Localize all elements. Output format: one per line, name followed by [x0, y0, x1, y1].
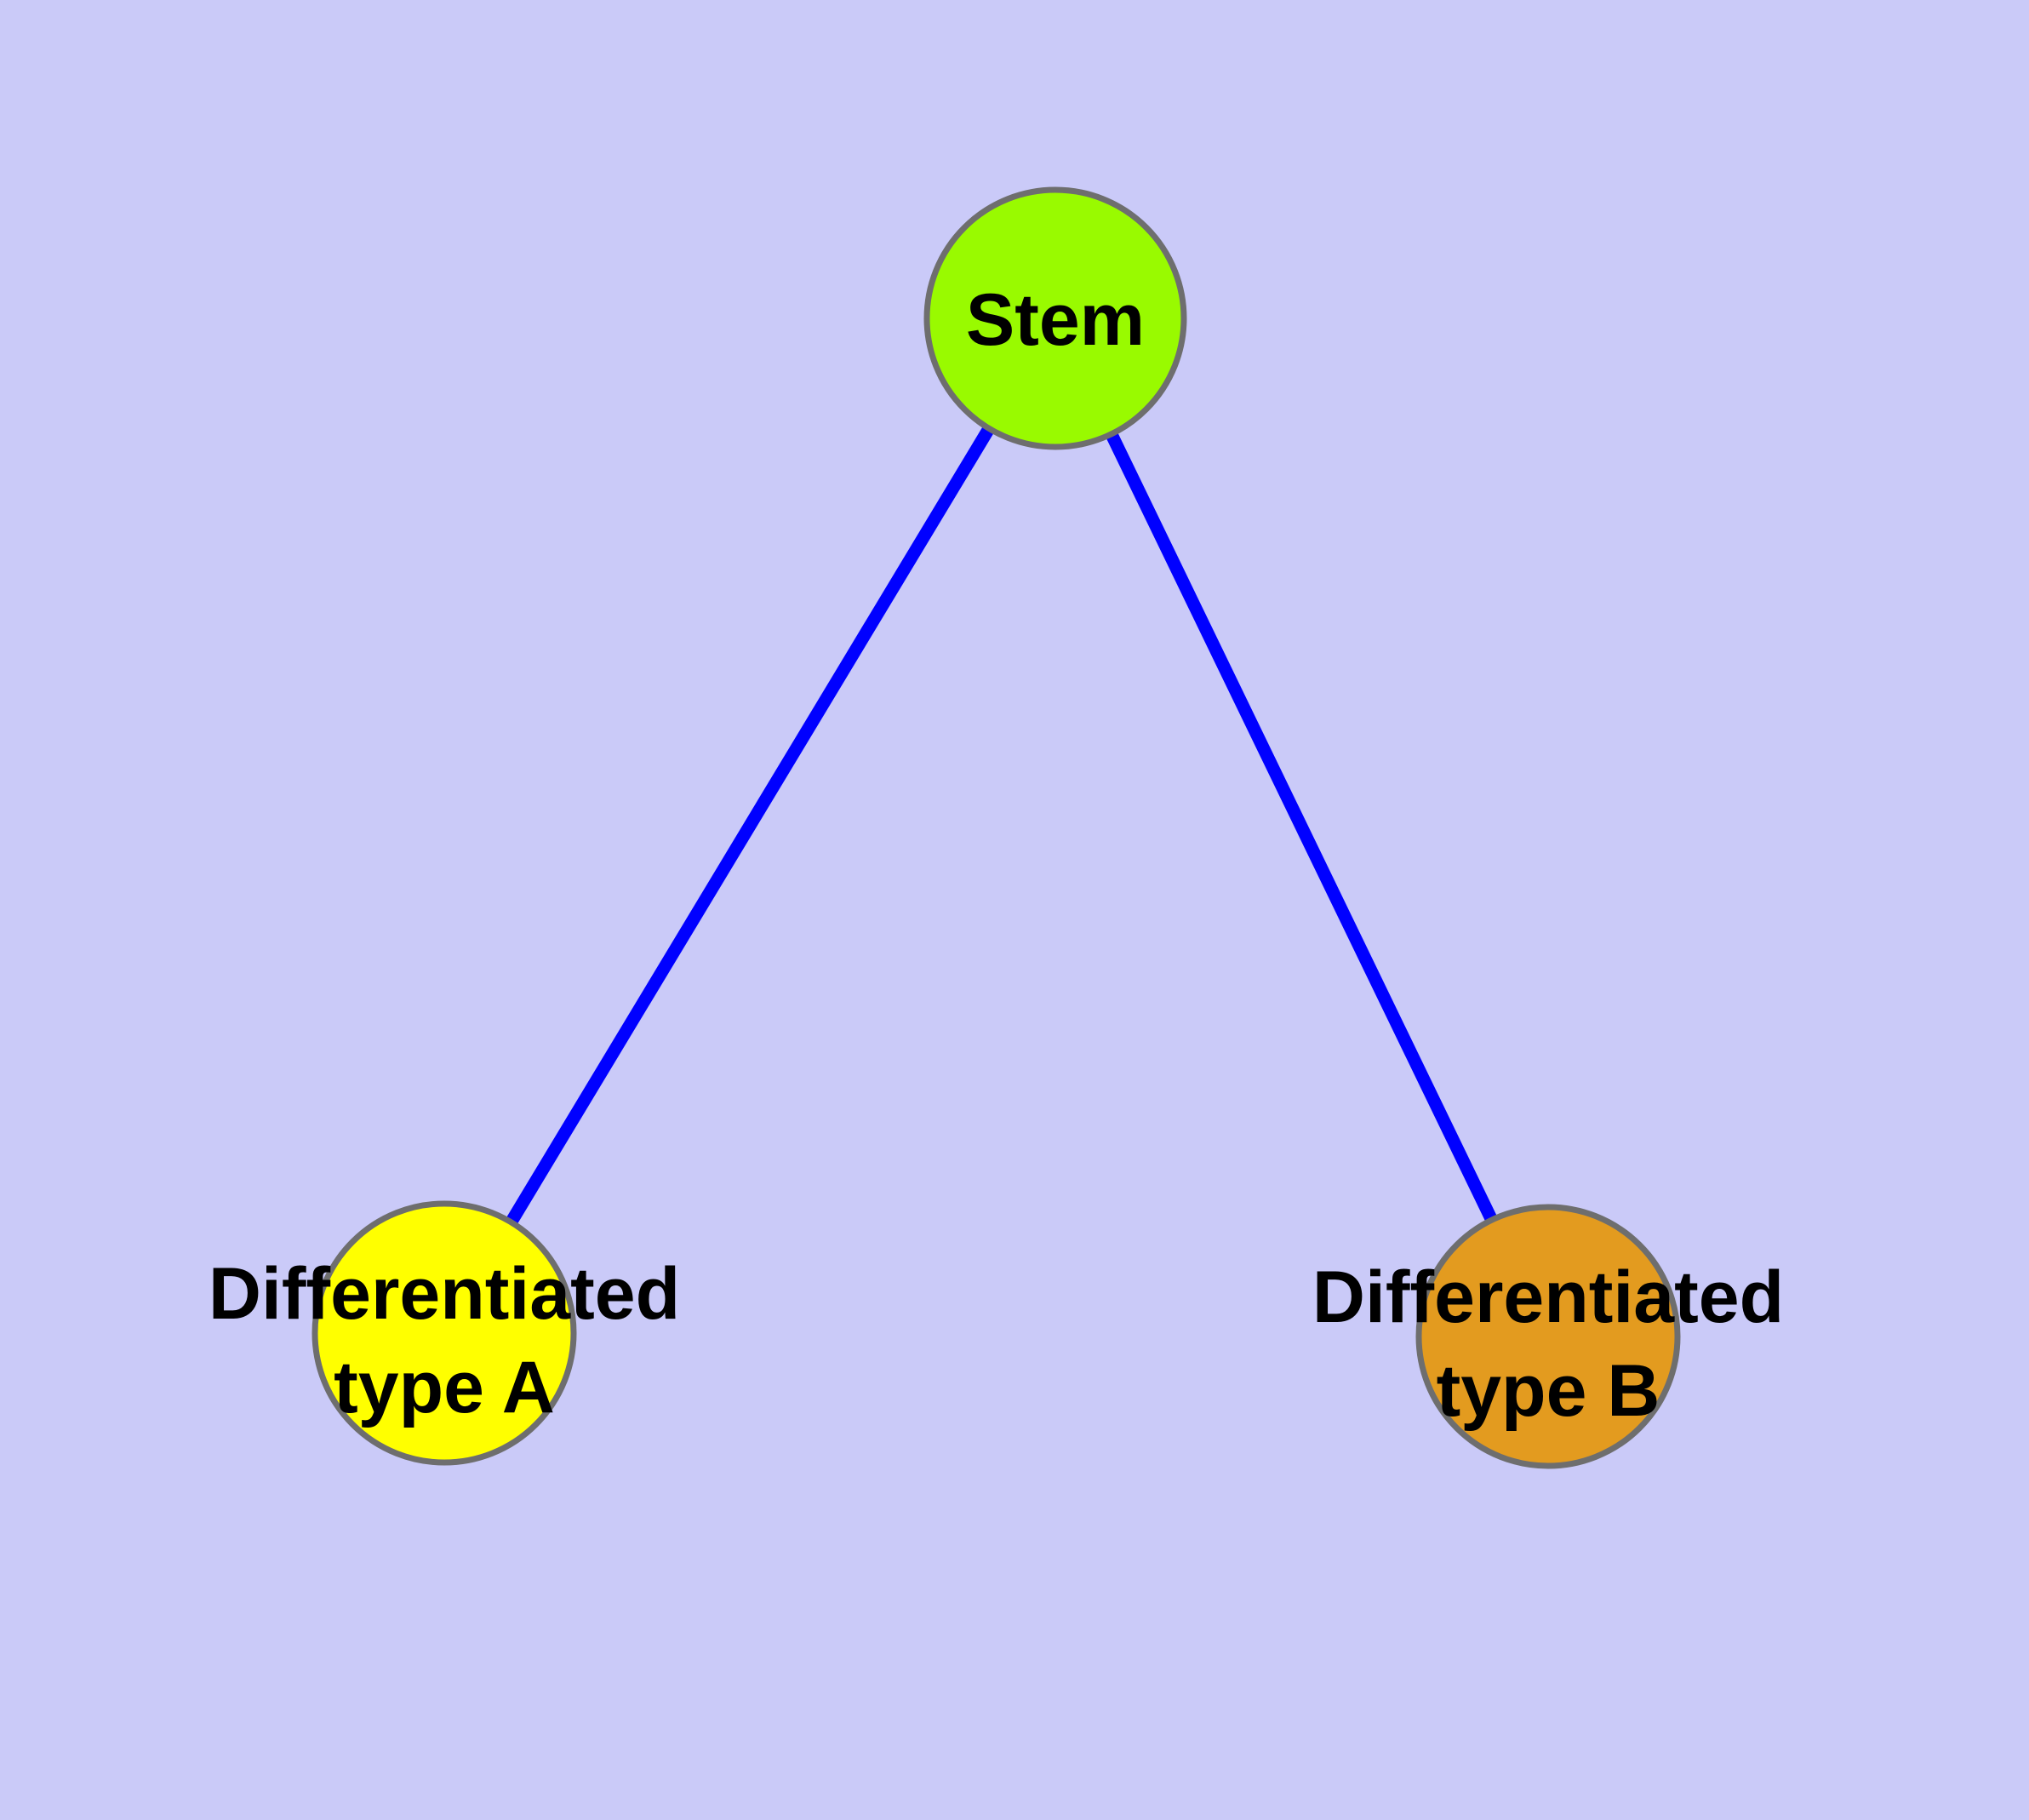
node-stem-label: Stem: [966, 279, 1145, 361]
node-differentiated-type-b: [1415, 1204, 1681, 1469]
node-differentiated-type-a: [311, 1200, 577, 1466]
node-type-b-label-line2: type B: [1437, 1350, 1660, 1432]
node-type-a-label-line2: type A: [334, 1347, 555, 1428]
node-stem: [923, 186, 1187, 450]
edge-stem-to-type-b: [1049, 315, 1554, 1340]
edge-stem-to-type-a: [438, 315, 1061, 1336]
node-type-a-label-line1: Differentiated: [209, 1253, 680, 1335]
node-type-b-label-line1: Differentiated: [1312, 1256, 1784, 1338]
